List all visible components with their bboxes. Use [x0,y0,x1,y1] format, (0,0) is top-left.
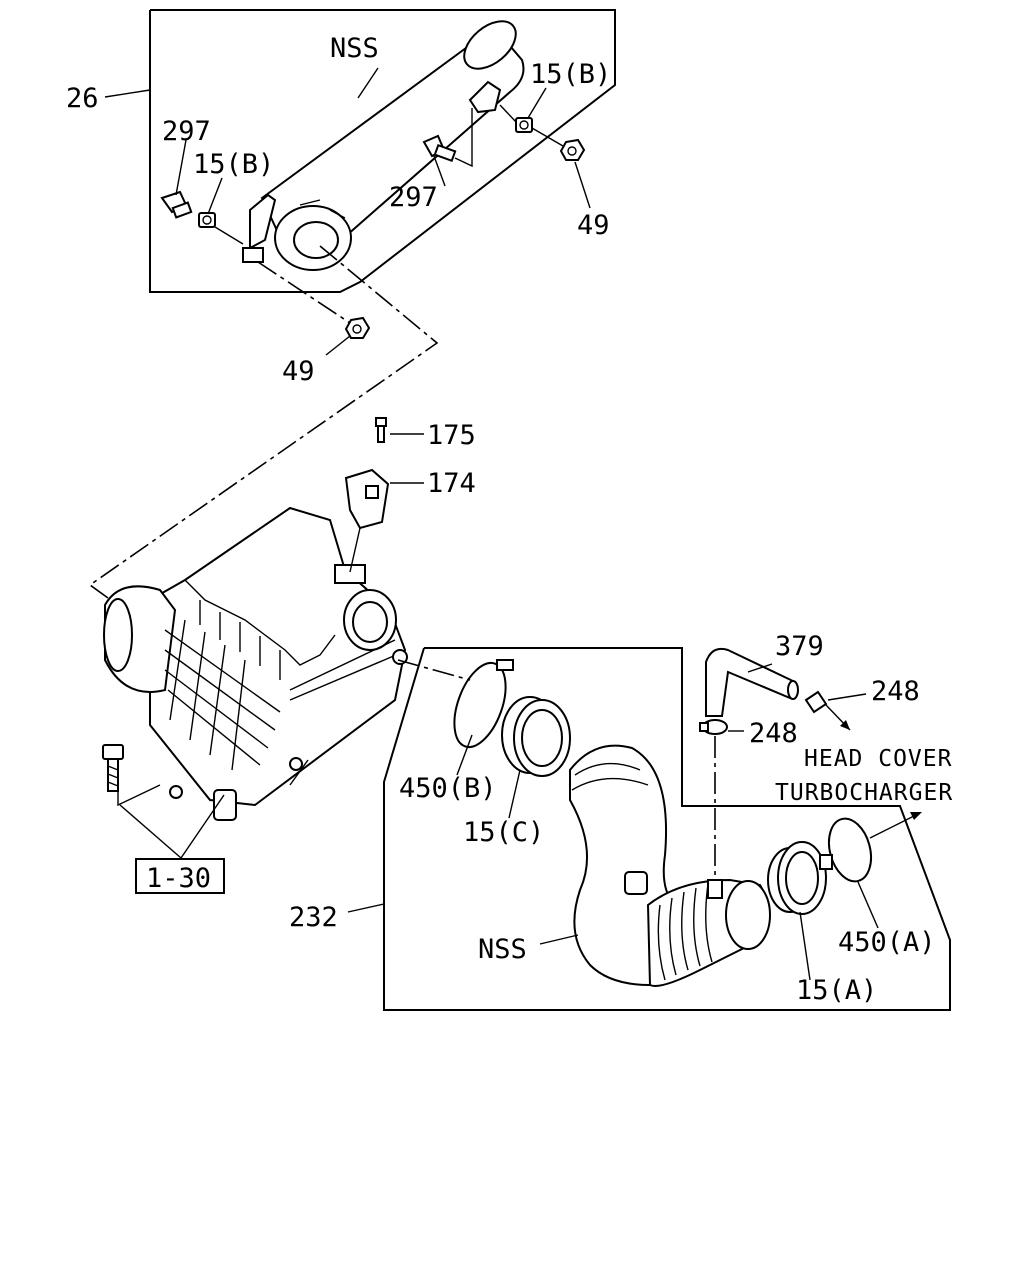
label-15b-left: 15(B) [193,149,274,180]
label-head-cover: HEAD COVER [804,746,952,772]
label-175: 175 [427,420,476,451]
top-axis-lines [88,104,564,599]
label-15c: 15(C) [463,817,544,848]
label-232: 232 [289,902,338,933]
label-248-top: 248 [871,676,920,707]
lower-assembly-box [383,647,951,1011]
label-450b: 450(B) [399,773,497,804]
lower-leaders [289,663,879,981]
lower-intake-duct [569,744,771,987]
airflow-sensor-174 [344,468,390,530]
hose-379 [705,647,799,717]
nut-49-right [559,138,586,161]
nut-15b-left [198,212,216,228]
label-26: 26 [66,83,99,114]
clip-248-mid [699,719,728,735]
label-15a: 15(A) [796,975,877,1006]
top-leaders [104,67,591,356]
upper-intake-duct [242,20,525,271]
bolt-297-right [422,134,457,163]
ref-1-30-leaders [117,784,225,894]
ring-15a [767,841,827,915]
label-297-left: 297 [162,116,211,147]
screw-175 [375,417,387,443]
label-297-right: 297 [389,182,438,213]
label-248-mid: 248 [749,718,798,749]
ring-15c [501,696,571,777]
clip-248-top [804,690,828,714]
clamp-450b [453,659,514,749]
bolt-1-30 [102,744,124,792]
label-15b-right: 15(B) [530,59,611,90]
air-cleaner-assembly [103,506,408,821]
label-450a: 450(A) [838,927,936,958]
lower-axis-lines [397,659,922,880]
label-174: 174 [427,468,476,499]
clamp-450a [819,817,873,883]
label-49-bottom: 49 [282,356,315,387]
top-assembly-box [149,9,616,293]
nut-49-bottom [344,316,371,339]
sensor-axis [349,433,424,573]
bolt-297-left [160,190,193,219]
nut-15b-right [515,117,533,133]
label-1-30: 1-30 [146,863,211,894]
label-nss-bottom: NSS [478,934,527,965]
label-49-right: 49 [577,210,610,241]
label-turbocharger: TURBOCHARGER [775,780,953,806]
label-379: 379 [775,631,824,662]
label-nss-top: NSS [330,33,379,64]
